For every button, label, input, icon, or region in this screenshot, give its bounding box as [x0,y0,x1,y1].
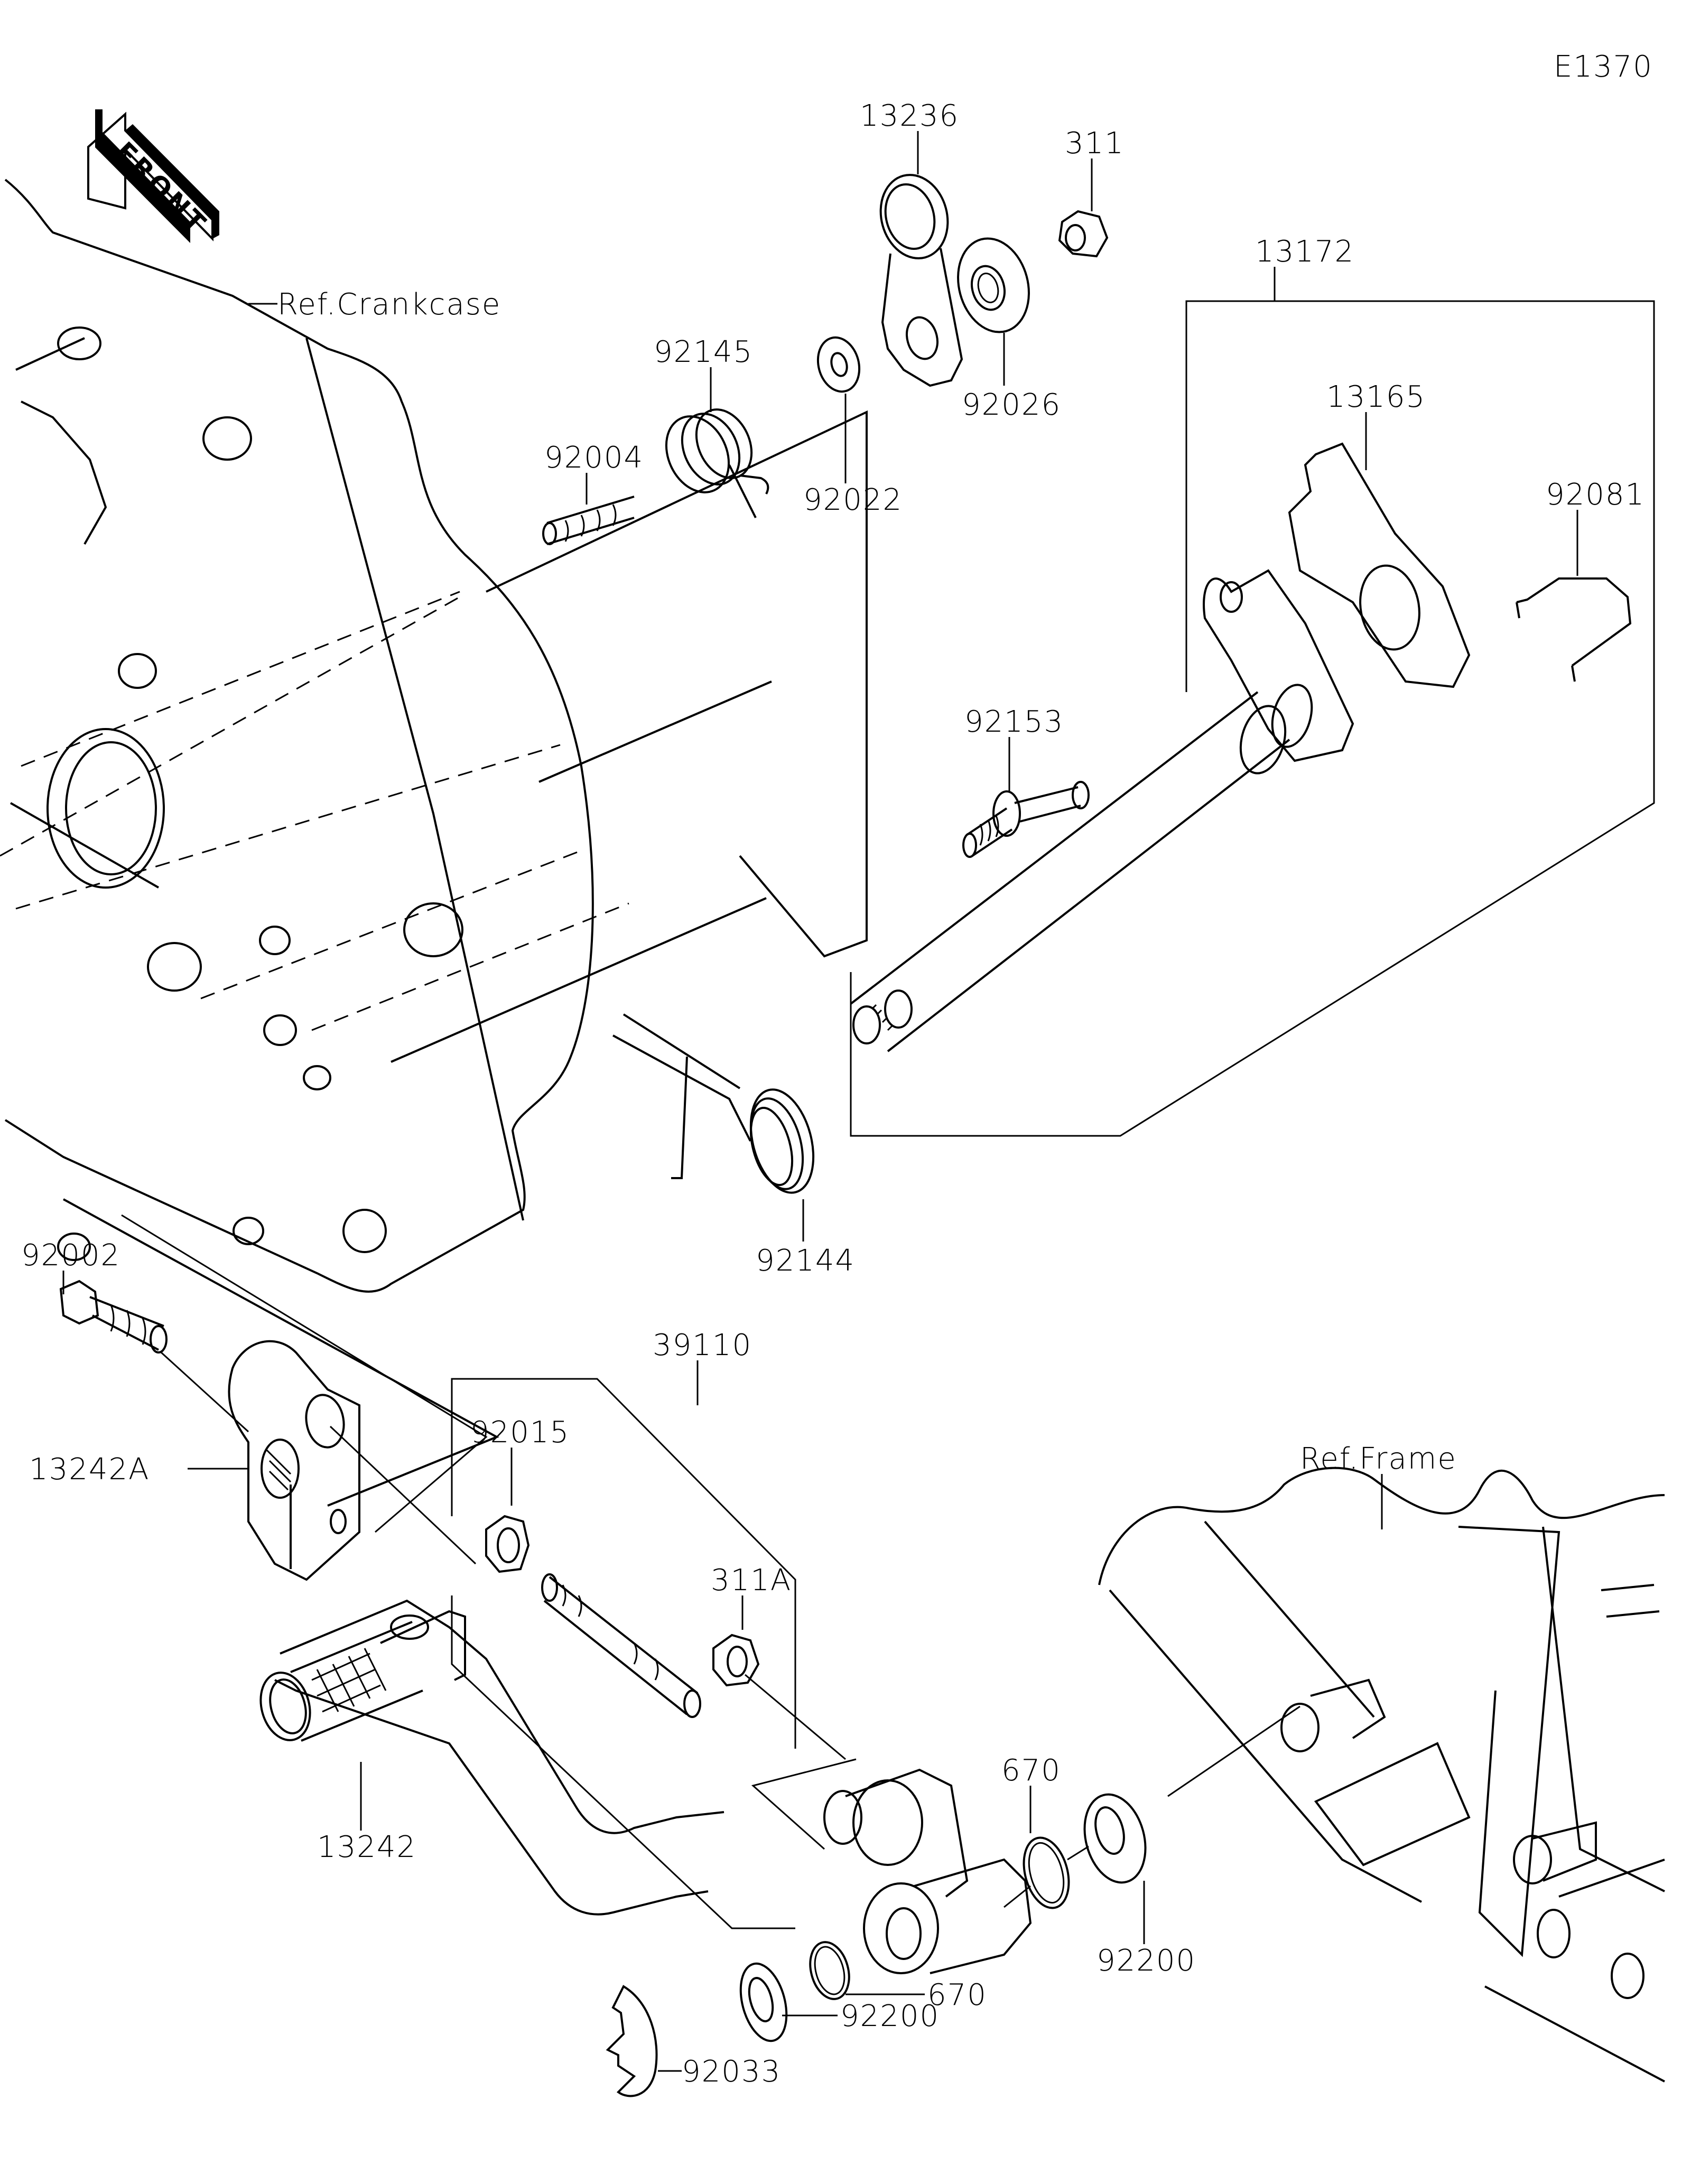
o-ring-670-lower[interactable]: 670 [804,1938,987,2012]
shift-lever-arm-13236[interactable]: 13236 [860,99,963,387]
part-label-92022: 92022 [803,483,903,517]
return-spring-92081[interactable]: 92081 [1516,478,1645,682]
part-label-39110: 39110 [653,1328,752,1362]
part-label-92004: 92004 [544,441,644,475]
part-label-13242A: 13242A [29,1452,150,1487]
part-label-13165: 13165 [1326,380,1426,414]
diagram-id: E1370 [1554,50,1653,84]
circlip-92033[interactable]: 92033 [606,1985,781,2097]
part-label-92144: 92144 [756,1244,855,1278]
spring-92145[interactable]: 92145 [654,335,769,518]
part-label-311: 311 [1065,126,1125,161]
lock-nut-92015[interactable]: 92015 [470,1415,570,1573]
lock-nut-311A[interactable]: 311A [711,1563,846,1760]
pin-bolt-92153[interactable]: 92153 [962,705,1090,858]
part-label-13242: 13242 [317,1830,416,1864]
clamp-bolt-92002[interactable]: 92002 [21,1238,249,1433]
shift-arm-13242A[interactable]: 13242A [29,1340,477,1581]
shaft-spring-92144[interactable]: 92144 [612,1013,855,1278]
part-label-13172: 13172 [1255,235,1354,269]
washer-92200-lower[interactable]: 92200 [733,1958,940,2046]
part-label-670-lower: 670 [927,1978,987,2012]
nut-311[interactable]: 311 [1058,126,1125,258]
collar-92026[interactable]: 92026 [948,230,1061,422]
stud-bolt-92004[interactable]: 92004 [542,441,644,545]
shift-pedal-13242[interactable]: 13242 [254,1599,1032,1974]
shift-plate-13165[interactable]: 13165 [1288,380,1471,688]
part-label-13236: 13236 [860,99,959,133]
ref-frame-label: Ref.Frame [1300,1442,1457,1476]
part-label-92033: 92033 [682,2055,781,2089]
part-label-92200-lower: 92200 [840,1999,940,2033]
shift-shaft-assembly-13172[interactable]: 13172 [850,235,1655,1137]
tie-rod[interactable] [541,1573,701,1718]
part-label-92002: 92002 [21,1238,120,1273]
part-label-311A: 311A [711,1563,792,1598]
part-label-92153: 92153 [964,705,1064,739]
part-label-92145: 92145 [654,335,753,369]
part-label-92015: 92015 [470,1415,570,1450]
part-label-92081: 92081 [1546,478,1645,512]
washer-92022[interactable]: 92022 [803,333,903,517]
front-arrow-icon: FRONT [87,109,219,243]
frame-drawing: Ref.Frame [1098,1442,1665,2083]
part-label-92200-upper: 92200 [1097,1944,1196,1978]
ref-crankcase-label: Ref.Crankcase [277,287,501,322]
crankcase-drawing [0,179,868,1507]
part-label-670-upper: 670 [1001,1753,1061,1788]
o-ring-670-upper[interactable]: 670 [1001,1753,1089,1913]
washer-92200-upper[interactable]: 92200 [1075,1705,1300,1978]
part-label-92026: 92026 [962,388,1061,422]
